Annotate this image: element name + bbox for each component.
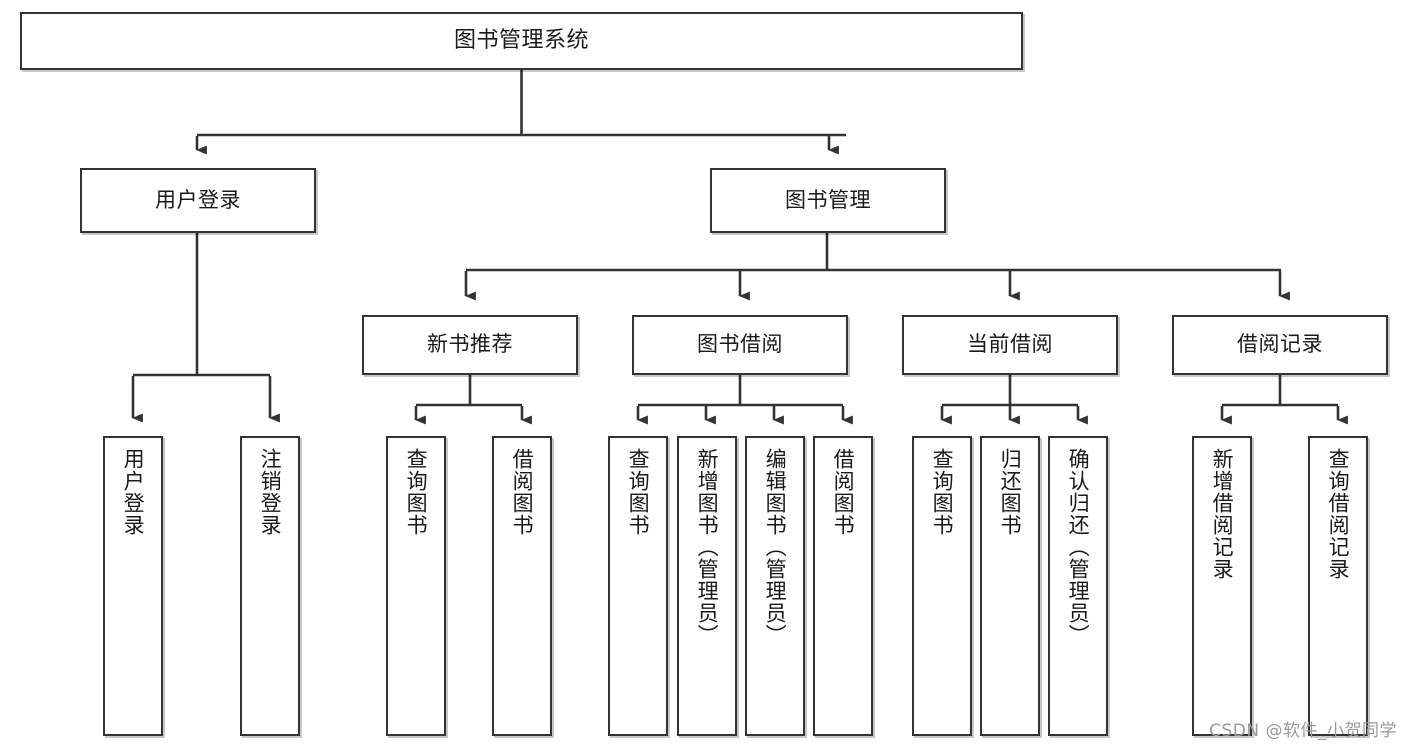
node-leaf-return-book-label: 归还图书 [998,448,1023,536]
node-leaf-borrow-book-1[interactable]: 借阅图书 [492,436,552,736]
node-leaf-borrow-book-2[interactable]: 借阅图书 [813,436,873,736]
node-root[interactable]: 图书管理系统 [20,12,1023,70]
node-leaf-user-logout[interactable]: 注销登录 [240,436,300,736]
node-leaf-add-book-label: 新增图书（管理员） [695,448,720,646]
node-book-management[interactable]: 图书管理 [710,168,946,233]
node-user-login[interactable]: 用户登录 [80,168,316,233]
node-root-label: 图书管理系统 [453,27,589,53]
node-leaf-borrow-book-2-label: 借阅图书 [831,448,856,536]
node-leaf-query-book-3[interactable]: 查询图书 [912,436,972,736]
node-borrow-record-label: 借阅记录 [1237,332,1323,357]
node-new-book-recommend[interactable]: 新书推荐 [362,315,578,375]
node-leaf-query-book-1-label: 查询图书 [404,448,429,536]
node-leaf-query-book-1[interactable]: 查询图书 [386,436,446,736]
node-leaf-add-book[interactable]: 新增图书（管理员） [677,436,737,736]
node-book-management-label: 图书管理 [785,187,871,212]
node-borrow-record[interactable]: 借阅记录 [1172,315,1388,375]
node-leaf-user-login[interactable]: 用户登录 [103,436,163,736]
node-new-book-recommend-label: 新书推荐 [427,332,513,357]
node-leaf-query-record-label: 查询借阅记录 [1326,448,1351,580]
node-leaf-add-record-label: 新增借阅记录 [1210,448,1235,580]
node-leaf-query-book-3-label: 查询图书 [930,448,955,536]
node-leaf-query-record[interactable]: 查询借阅记录 [1308,436,1368,736]
node-leaf-return-book[interactable]: 归还图书 [980,436,1040,736]
node-leaf-user-login-label: 用户登录 [121,448,146,536]
node-user-login-label: 用户登录 [155,187,241,212]
node-leaf-query-book-2[interactable]: 查询图书 [608,436,668,736]
node-leaf-user-logout-label: 注销登录 [258,448,283,536]
node-leaf-confirm-return[interactable]: 确认归还（管理员） [1048,436,1108,736]
node-leaf-edit-book-label: 编辑图书（管理员） [763,448,788,646]
node-leaf-borrow-book-1-label: 借阅图书 [510,448,535,536]
node-current-borrow[interactable]: 当前借阅 [902,315,1118,375]
node-leaf-confirm-return-label: 确认归还（管理员） [1066,448,1091,646]
node-current-borrow-label: 当前借阅 [967,332,1053,357]
node-leaf-query-book-2-label: 查询图书 [626,448,651,536]
node-book-borrow-label: 图书借阅 [697,332,783,357]
node-leaf-add-record[interactable]: 新增借阅记录 [1192,436,1252,736]
node-book-borrow[interactable]: 图书借阅 [632,315,848,375]
csdn-watermark: CSDN @软件_小贺同学 [1209,721,1397,741]
node-leaf-edit-book[interactable]: 编辑图书（管理员） [745,436,805,736]
